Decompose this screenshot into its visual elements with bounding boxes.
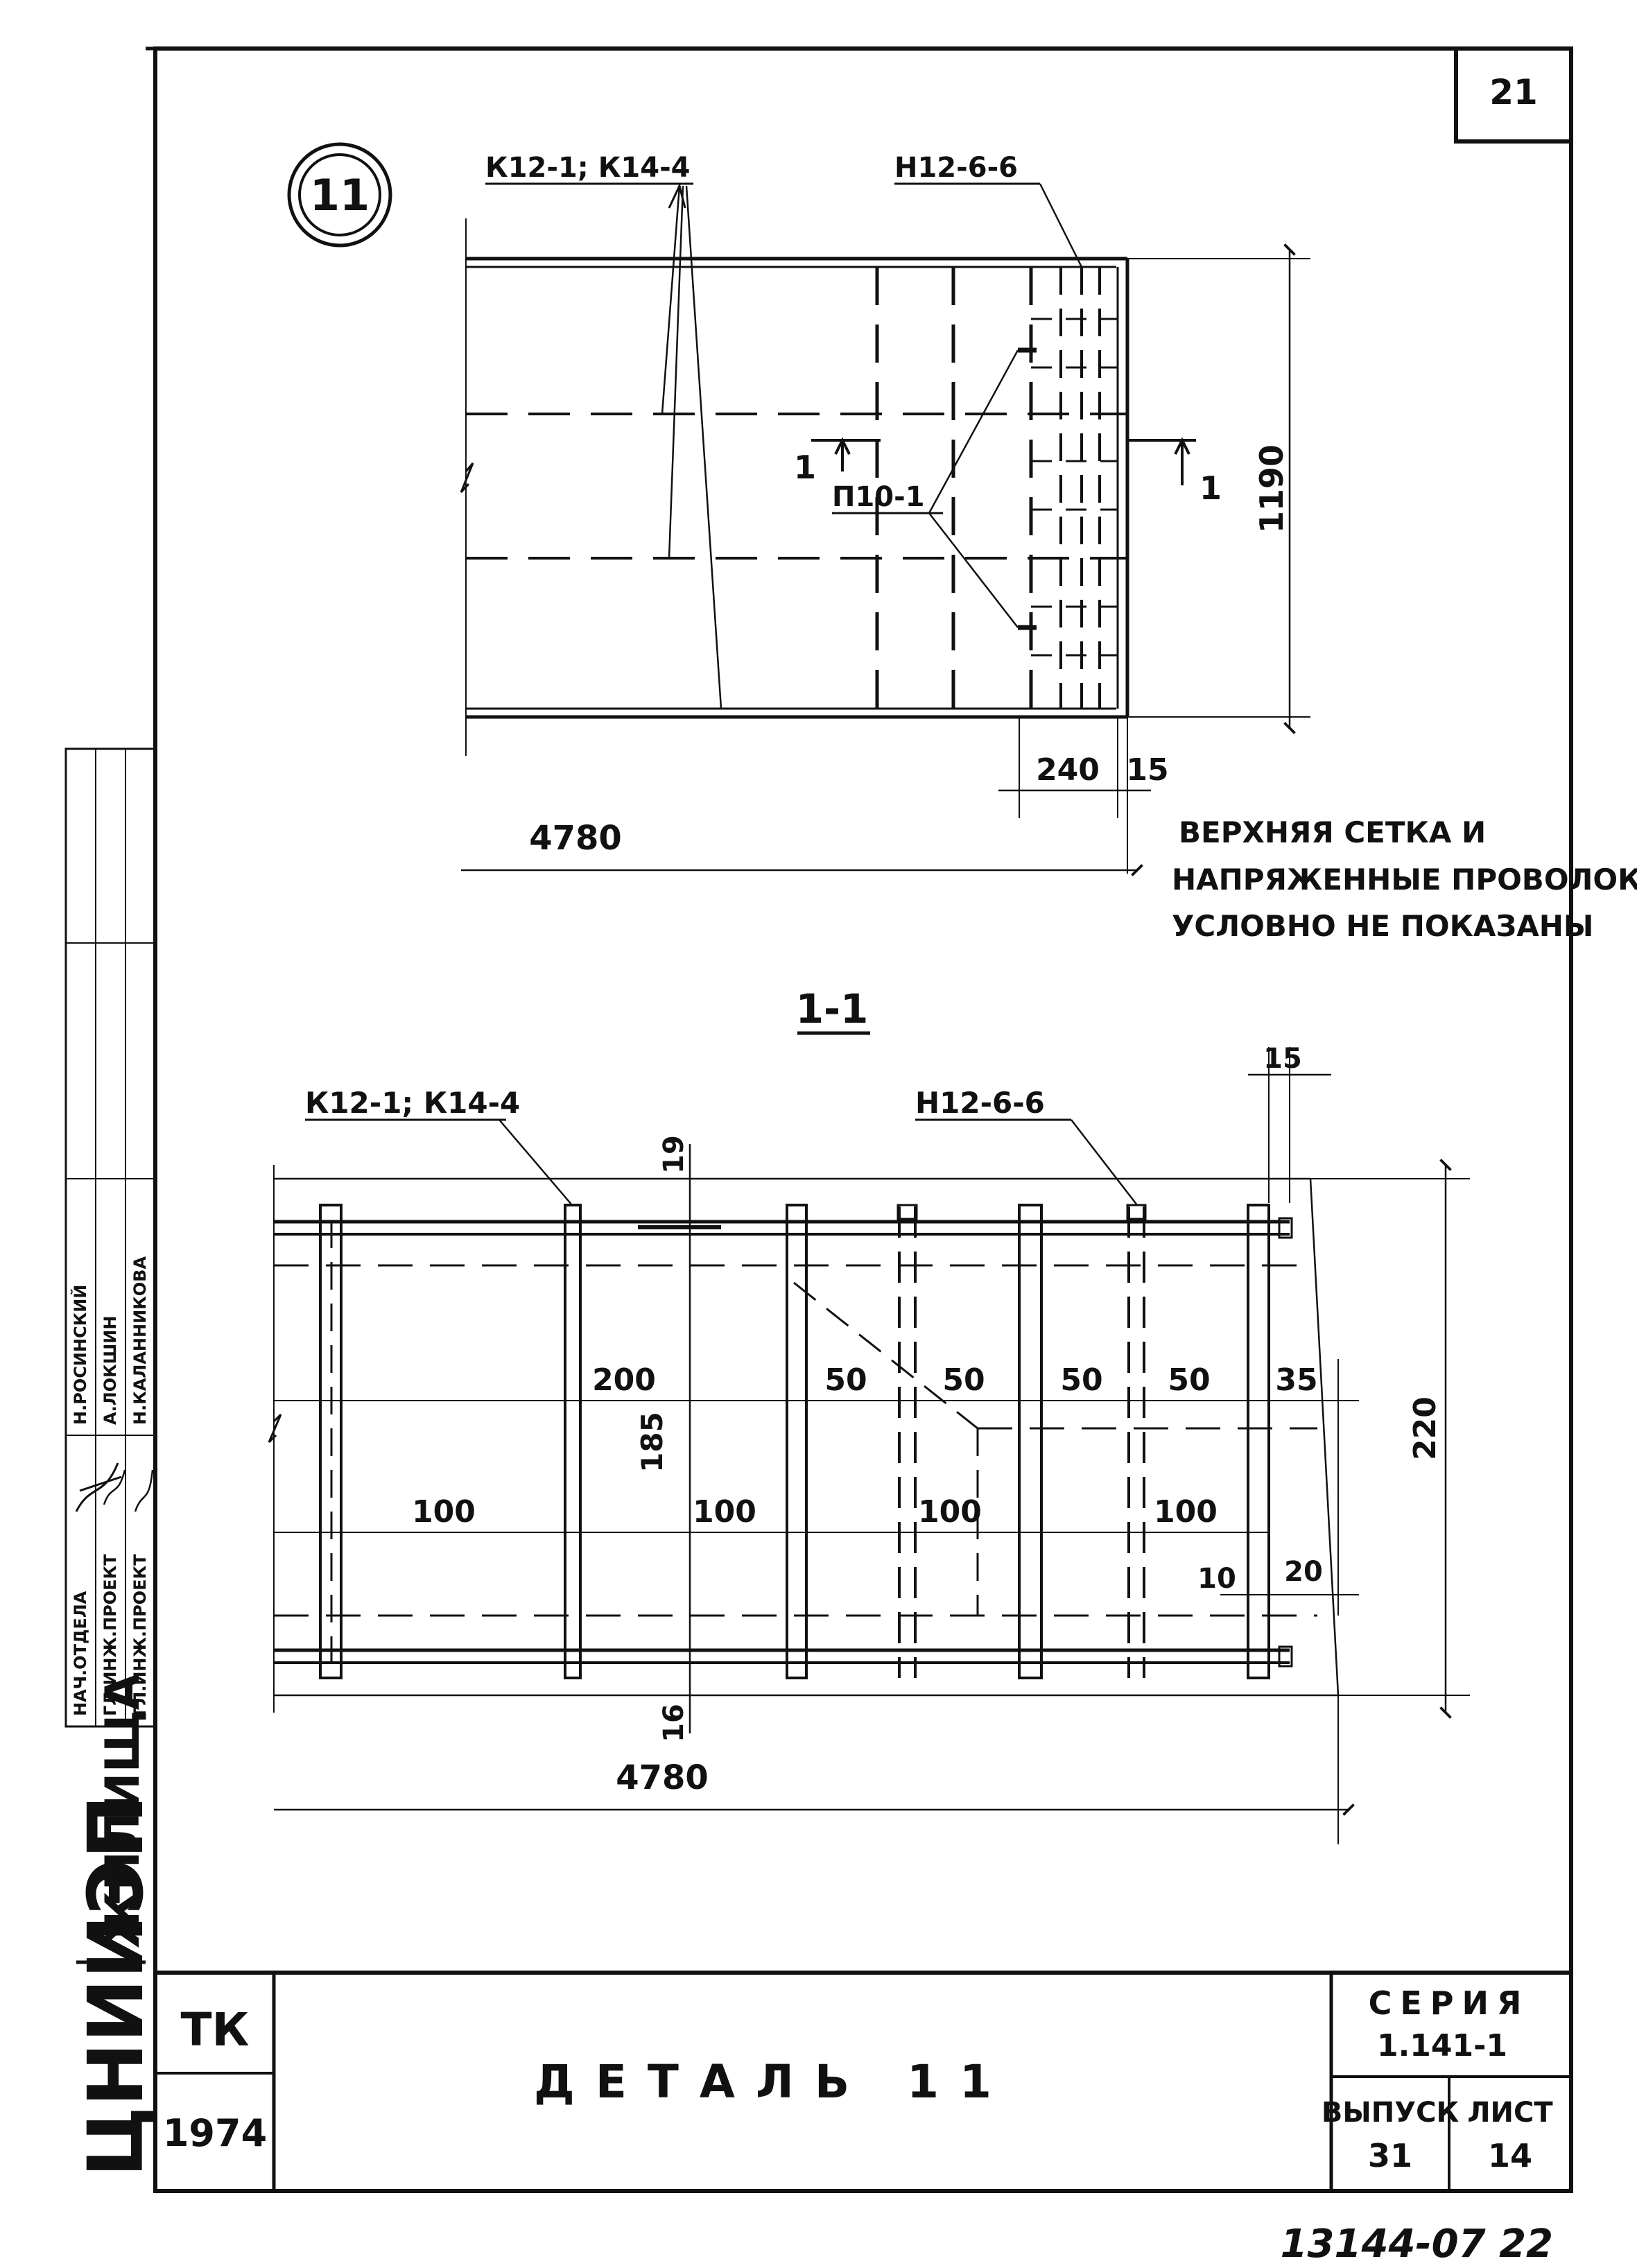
section-mark-left: 1: [794, 449, 816, 486]
inventory-number: 13144-07 22: [1281, 2222, 1553, 2267]
stamp-name-1: Н.РОСИНСКИЙ: [70, 1285, 90, 1425]
section-dim-100c: 100: [918, 1494, 982, 1530]
plan-callout-n12: Н12-6-6: [894, 152, 1018, 184]
plan-dim-240: 240: [1036, 752, 1100, 788]
plan-section-marks: 1 1: [794, 437, 1222, 507]
section-dim-length: 4780: [616, 1758, 709, 1797]
section-dimensions: 15 19 185 16 220 200 50 50 50 50 35 100 …: [274, 1043, 1470, 1844]
stamp-role-1: НАЧ.ОТДЕЛА: [71, 1591, 90, 1716]
plan-dim-length: 4780: [529, 819, 622, 858]
stamp-name-2: А.ЛОКШИН: [101, 1316, 120, 1425]
stamp-org: ЦНИИЭП: [71, 1795, 160, 2177]
issue-label: ВЫПУСК: [1322, 2097, 1460, 2129]
section-dim-50b: 50: [942, 1362, 985, 1398]
plan-dim-height: 1190: [1253, 444, 1290, 533]
plan-callouts: К12-1; К14-4 Н12-6-6 П10-1: [485, 152, 1083, 709]
section-mark-right: 1: [1199, 469, 1222, 507]
note-line-3: УСЛОВНО НЕ ПОКАЗАНЫ: [1172, 909, 1593, 943]
stamp-role-3: ГЛ.ИНЖ.ПРОЕКТ: [130, 1554, 150, 1716]
title-block-year: 1974: [163, 2111, 267, 2155]
plan-dimensions: 1190 240 15 4780: [461, 243, 1310, 876]
section-callouts: К12-1; К14-4 Н12-6-6: [305, 1086, 1138, 1206]
stamp-org-sub: ЖИЛИЩА: [96, 1673, 150, 1948]
title-block: ТК 1974 ДЕТАЛЬ 11 СЕРИЯ 1.141-1 ВЫПУСК 3…: [155, 1971, 1571, 2191]
note-line-2: НАПРЯЖЕННЫЕ ПРОВОЛОКИ: [1172, 863, 1637, 897]
sheet-number: 21: [1489, 72, 1538, 112]
section-dim-100a: 100: [412, 1494, 476, 1530]
plan-callout-k12-k14: К12-1; К14-4: [485, 152, 691, 184]
title-block-code: ТК: [181, 2003, 250, 2057]
section-dim-185: 185: [635, 1412, 669, 1473]
section-view: [268, 1165, 1340, 1713]
detail-marker: 11: [287, 142, 392, 248]
note-line-1: ВЕРХНЯЯ СЕТКА И: [1179, 815, 1486, 849]
issue-value: 31: [1368, 2137, 1412, 2174]
section-dim-50a: 50: [824, 1362, 867, 1398]
sheet-label: ЛИСТ: [1467, 2097, 1553, 2129]
section-dim-50d: 50: [1168, 1362, 1210, 1398]
sheet-number-box: [1454, 46, 1573, 144]
plan-callout-p10: П10-1: [832, 481, 925, 513]
series-label: СЕРИЯ: [1369, 1984, 1530, 2022]
sheet-value: 14: [1488, 2137, 1532, 2174]
title-block-title: ДЕТАЛЬ 11: [534, 2055, 1012, 2109]
section-callout-n12: Н12-6-6: [915, 1086, 1045, 1120]
section-dim-10: 10: [1197, 1563, 1236, 1595]
stamp-name-3: Н.КАЛАННИКОВА: [130, 1256, 150, 1425]
side-stamp: НАЧ.ОТДЕЛА Н.РОСИНСКИЙ ГЛ.ИНЖ.ПРОЕКТ А.Л…: [64, 747, 160, 2177]
plan-view: [460, 218, 1129, 756]
section-dim-50c: 50: [1060, 1362, 1102, 1398]
series-value: 1.141-1: [1377, 2028, 1507, 2063]
section-dim-100b: 100: [693, 1494, 756, 1530]
section-dim-35: 35: [1275, 1362, 1317, 1398]
stamp-role-2: ГЛ.ИНЖ.ПРОЕКТ: [101, 1554, 120, 1716]
section-dim-15: 15: [1263, 1043, 1302, 1075]
section-dim-20: 20: [1284, 1556, 1323, 1588]
section-callout-k12-k14: К12-1; К14-4: [305, 1086, 520, 1120]
drawing-note: ВЕРХНЯЯ СЕТКА И НАПРЯЖЕННЫЕ ПРОВОЛОКИ УС…: [1172, 815, 1637, 943]
section-dim-220: 220: [1408, 1396, 1443, 1460]
section-dim-100d: 100: [1154, 1494, 1218, 1530]
section-dim-19: 19: [658, 1135, 690, 1174]
section-dim-200: 200: [592, 1362, 656, 1398]
section-dim-16: 16: [658, 1704, 690, 1742]
plan-dim-15: 15: [1126, 752, 1168, 788]
section-title: 1-1: [796, 985, 869, 1032]
detail-marker-number: 11: [310, 170, 370, 220]
